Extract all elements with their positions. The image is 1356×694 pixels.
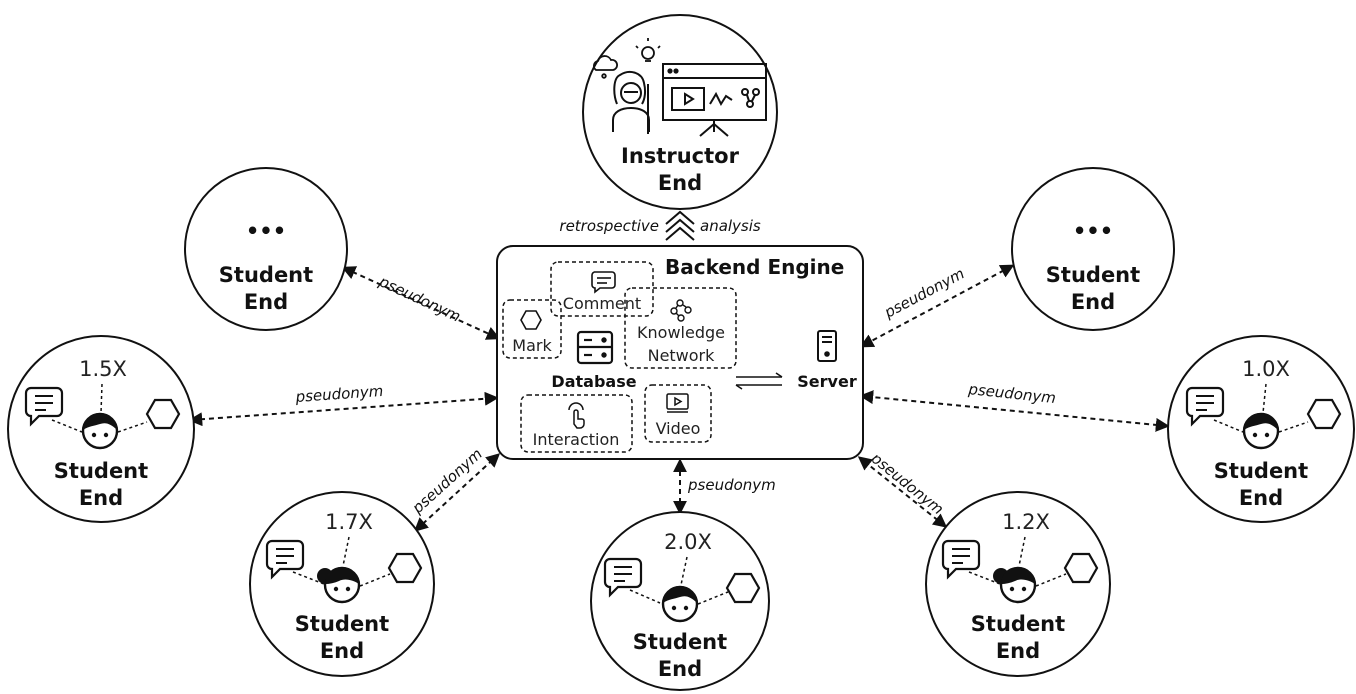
module-knowledge-label-line2: Network <box>648 346 716 365</box>
server-label: Server <box>797 372 857 391</box>
instructor-node: Instructor End <box>582 14 778 210</box>
student-node-bottom-right: 1.2X Student End <box>925 491 1111 677</box>
student-face-icon <box>81 411 119 450</box>
instructor-title-line1: Instructor <box>621 144 740 168</box>
hexagon-icon <box>145 398 181 430</box>
module-mark-label: Mark <box>512 336 552 355</box>
playback-speed-label: 1.7X <box>325 510 373 534</box>
playback-speed-label: 1.0X <box>1242 357 1290 381</box>
student-title-line2: End <box>996 639 1040 663</box>
playback-speed-label: 2.0X <box>664 530 712 554</box>
sync-arrows-icon <box>735 372 783 390</box>
module-mark: Mark <box>502 299 562 359</box>
hexagon-icon <box>1306 398 1342 430</box>
module-video: Video <box>644 384 712 443</box>
student-title-line1: Student <box>295 612 389 636</box>
student-title-line1: Student <box>971 612 1065 636</box>
video-icon <box>666 393 689 413</box>
student-title-line2: End <box>1071 290 1115 314</box>
student-face-icon <box>1242 411 1280 450</box>
student-title-line1: Student <box>633 630 727 654</box>
engine-title: Backend Engine <box>665 255 844 279</box>
connection-label-mid-left: pseudonym <box>294 382 384 406</box>
connection-label-bottom-center: pseudonym <box>687 476 776 494</box>
student-title-line1: Student <box>219 263 313 287</box>
flow-label-analysis: analysis <box>700 217 761 235</box>
touch-icon <box>568 402 585 429</box>
student-node-top-left: ••• Student End <box>184 167 348 331</box>
connections <box>188 264 1170 532</box>
student-title-line1: Student <box>1214 459 1308 483</box>
student-title-line2: End <box>1239 486 1283 510</box>
hexagon-icon <box>1063 552 1099 584</box>
connector-top-right <box>859 264 1015 348</box>
presentation-board-icon <box>662 63 767 137</box>
connector-bottom-left <box>413 453 501 532</box>
server-icon <box>817 330 837 362</box>
hexagon-icon <box>725 572 761 604</box>
student-title-line2: End <box>244 290 288 314</box>
student-title-line1: Student <box>1046 263 1140 287</box>
mark-hexagon-icon <box>520 310 542 330</box>
student-title-line2: End <box>658 657 702 681</box>
connection-label-bottom-left: pseudonym <box>408 445 486 518</box>
flow-label-retrospective: retrospective <box>559 217 659 235</box>
connector-top-left <box>341 266 501 340</box>
student-node-top-right: ••• Student End <box>1011 167 1175 331</box>
student-node-mid-left: 1.5X Student End <box>7 335 195 523</box>
module-video-label: Video <box>656 419 701 438</box>
module-knowledge-label-line1: Knowledge <box>637 323 725 342</box>
student-node-bottom-left: 1.7X Student End <box>249 491 435 677</box>
playback-speed-label: 1.5X <box>79 357 127 381</box>
teacher-icon <box>612 70 650 134</box>
student-title-line1: Student <box>54 459 148 483</box>
module-knowledge-network: Knowledge Network <box>624 287 737 369</box>
hexagon-icon <box>387 552 423 584</box>
network-icon <box>670 299 692 322</box>
student-placeholder-dots: ••• <box>246 219 286 243</box>
connection-label-top-left: pseudonym <box>375 272 463 326</box>
module-interaction: Interaction <box>520 394 633 453</box>
connector-mid-right <box>859 390 1170 432</box>
student-title-line2: End <box>320 639 364 663</box>
student-node-mid-right: 1.0X Student End <box>1167 335 1355 523</box>
instructor-title-line2: End <box>658 171 702 195</box>
comment-icon <box>591 271 616 294</box>
database-label: Database <box>551 372 636 391</box>
backend-engine: Backend Engine Comment Mark Knowledge Ne… <box>496 245 864 460</box>
module-comment: Comment <box>550 261 654 317</box>
lightbulb-icon <box>635 38 661 62</box>
student-placeholder-dots: ••• <box>1073 219 1113 243</box>
chevron-up-icon <box>665 210 695 241</box>
student-title-line2: End <box>79 486 123 510</box>
playback-speed-label: 1.2X <box>1002 510 1050 534</box>
cloud-icon <box>593 55 618 79</box>
connector-mid-left <box>188 391 499 427</box>
student-node-bottom-center: 2.0X Student End <box>590 511 770 691</box>
student-face-icon <box>661 584 699 623</box>
module-comment-label: Comment <box>563 294 641 313</box>
connection-label-mid-right: pseudonym <box>967 380 1057 407</box>
connection-label-bottom-right: pseudonym <box>867 448 947 518</box>
module-interaction-label: Interaction <box>533 430 620 449</box>
connector-bottom-right <box>857 456 948 528</box>
database-icon <box>576 330 614 365</box>
